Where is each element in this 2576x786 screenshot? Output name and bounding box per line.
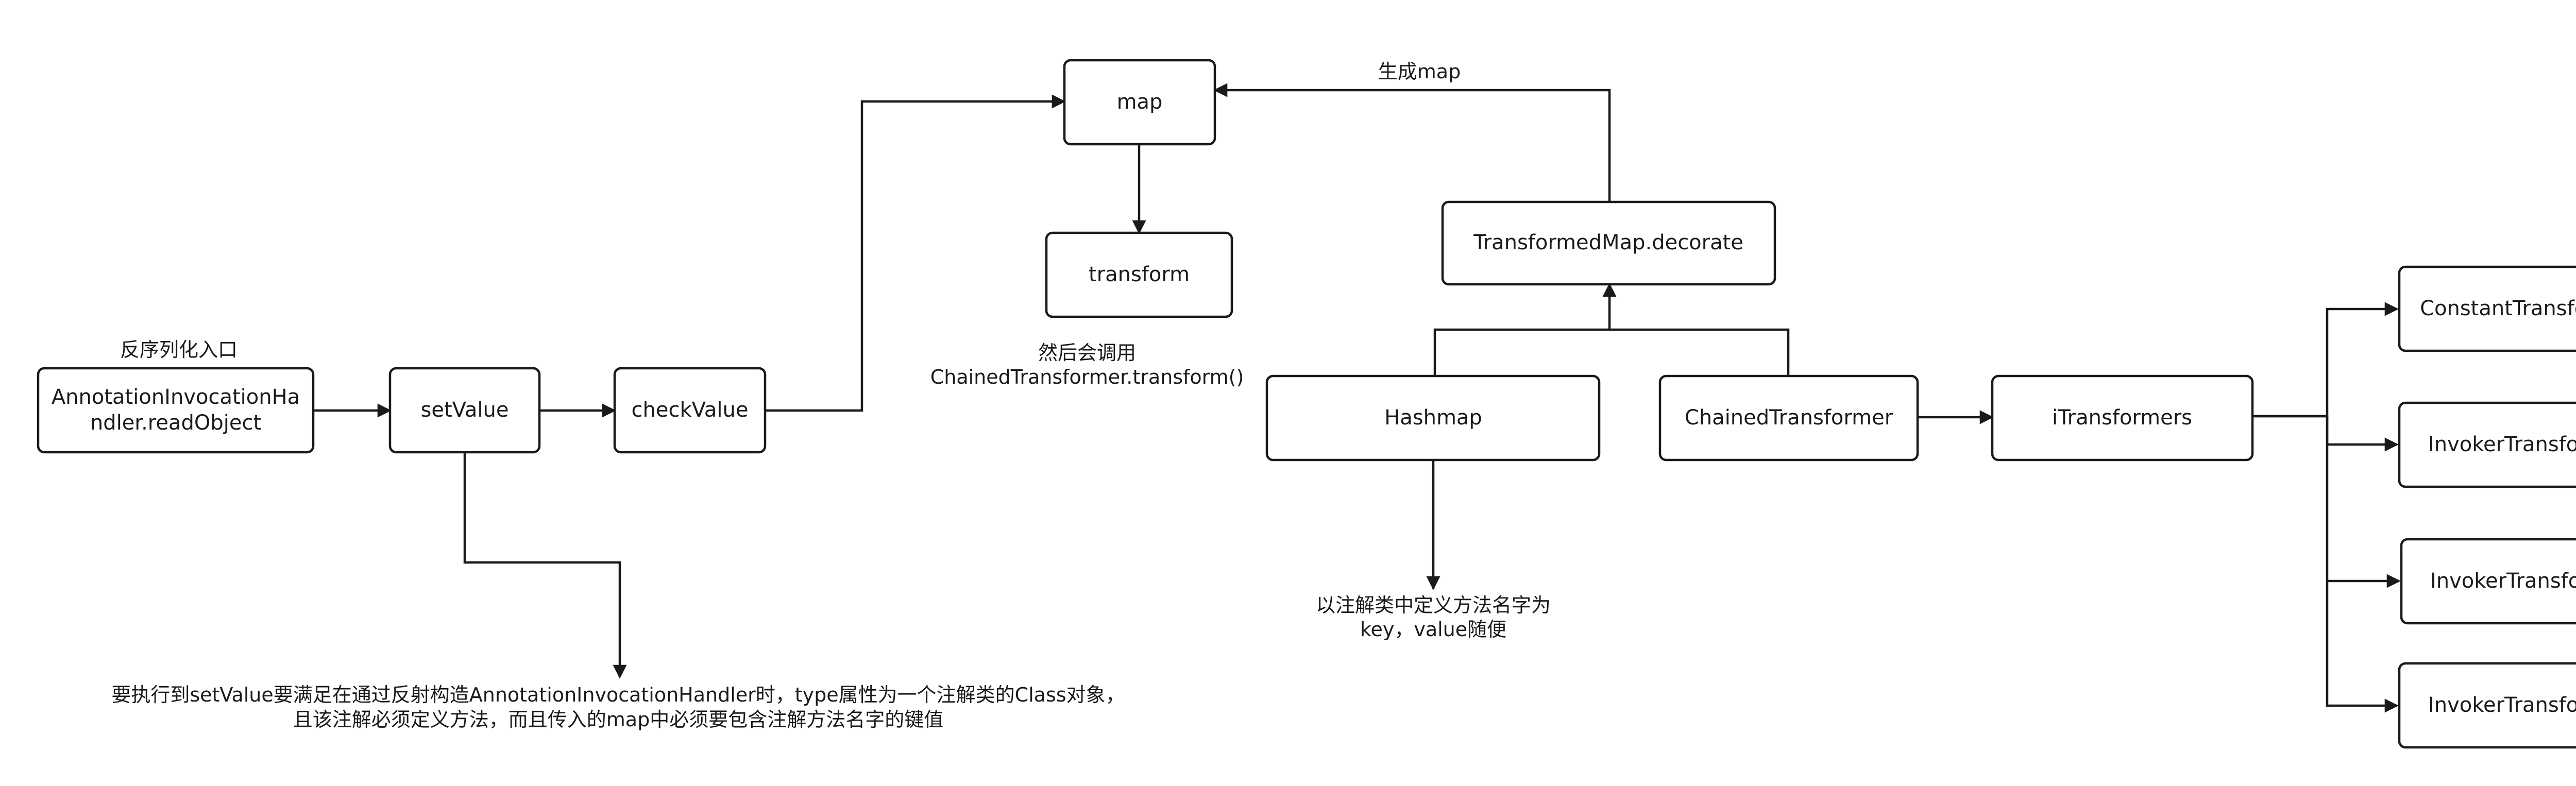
node-invoker-transformer-2[interactable]: InvokerTransformer: [2400, 538, 2576, 625]
node-map-label: map: [1117, 90, 1163, 114]
node-check-value-label: checkValue: [632, 398, 749, 422]
edge-itransformers-to-invoker-3: [2326, 581, 2399, 713]
node-invoker-transformer-2-label: InvokerTransformer: [2430, 569, 2576, 593]
node-itransformers[interactable]: iTransformers: [1991, 374, 2254, 462]
key-note-line1: 以注解类中定义方法名字为: [1316, 594, 1551, 617]
node-transformed-map-decorate[interactable]: TransformedMap.decorate: [1441, 200, 1776, 286]
node-map[interactable]: map: [1063, 59, 1216, 146]
node-invoker-transformer-3[interactable]: InvokerTransformer: [2398, 662, 2576, 749]
edge-itransformers-to-constant: [2252, 302, 2399, 418]
node-set-value[interactable]: setValue: [388, 367, 541, 454]
node-chained-transformer-label: ChainedTransformer: [1685, 406, 1893, 430]
node-hashmap-label: Hashmap: [1384, 406, 1482, 430]
edge-itransformers-to-invoker-2: [2326, 416, 2401, 588]
node-invoker-transformer-1[interactable]: InvokerTransformer: [2398, 401, 2576, 488]
then-call-note-line2: ChainedTransformer.transform(): [930, 366, 1244, 388]
edge-setvalue-to-condition-note: [463, 453, 627, 679]
node-itransformers-label: iTransformers: [2052, 406, 2192, 430]
node-annotation-invocation-handler-line1: AnnotationInvocationHa: [52, 385, 300, 409]
edge-decorate-to-map: [1213, 83, 1611, 202]
node-annotation-invocation-handler-line2: ndler.readObject: [90, 411, 261, 435]
entry-caption: 反序列化入口: [120, 338, 238, 361]
node-constant-transformer[interactable]: ConstantTransformer: [2398, 265, 2576, 352]
node-invoker-transformer-1-label: InvokerTransformer: [2428, 433, 2576, 456]
edge-itransformers-to-invoker-1: [2252, 415, 2399, 452]
node-check-value[interactable]: checkValue: [613, 367, 767, 454]
generate-map-label: 生成map: [1378, 60, 1461, 83]
node-hashmap[interactable]: Hashmap: [1265, 374, 1601, 462]
then-call-note-line1: 然后会调用: [1038, 341, 1136, 364]
condition-note-line1: 要执行到setValue要满足在通过反射构造AnnotationInvocati…: [111, 684, 1125, 706]
node-transform-label: transform: [1089, 263, 1190, 286]
node-invoker-transformer-3-label: InvokerTransformer: [2428, 693, 2576, 717]
node-set-value-label: setValue: [421, 398, 509, 422]
node-transformed-map-decorate-label: TransformedMap.decorate: [1473, 231, 1743, 254]
node-transform[interactable]: transform: [1045, 231, 1233, 318]
node-annotation-invocation-handler[interactable]: AnnotationInvocationHa ndler.readObject: [37, 367, 315, 454]
edge-hashmap-to-decorate: [1433, 283, 1617, 376]
condition-note-line2: 且该注解必须定义方法，而且传入的map中必须要包含注解方法名字的键值: [293, 708, 943, 731]
edge-chained-to-decorate: [1609, 328, 1790, 376]
edge-checkvalue-to-map: [765, 94, 1066, 412]
node-constant-transformer-label: ConstantTransformer: [2420, 297, 2576, 320]
node-chained-transformer[interactable]: ChainedTransformer: [1658, 374, 1919, 462]
key-note-line2: key，value随便: [1360, 618, 1506, 641]
